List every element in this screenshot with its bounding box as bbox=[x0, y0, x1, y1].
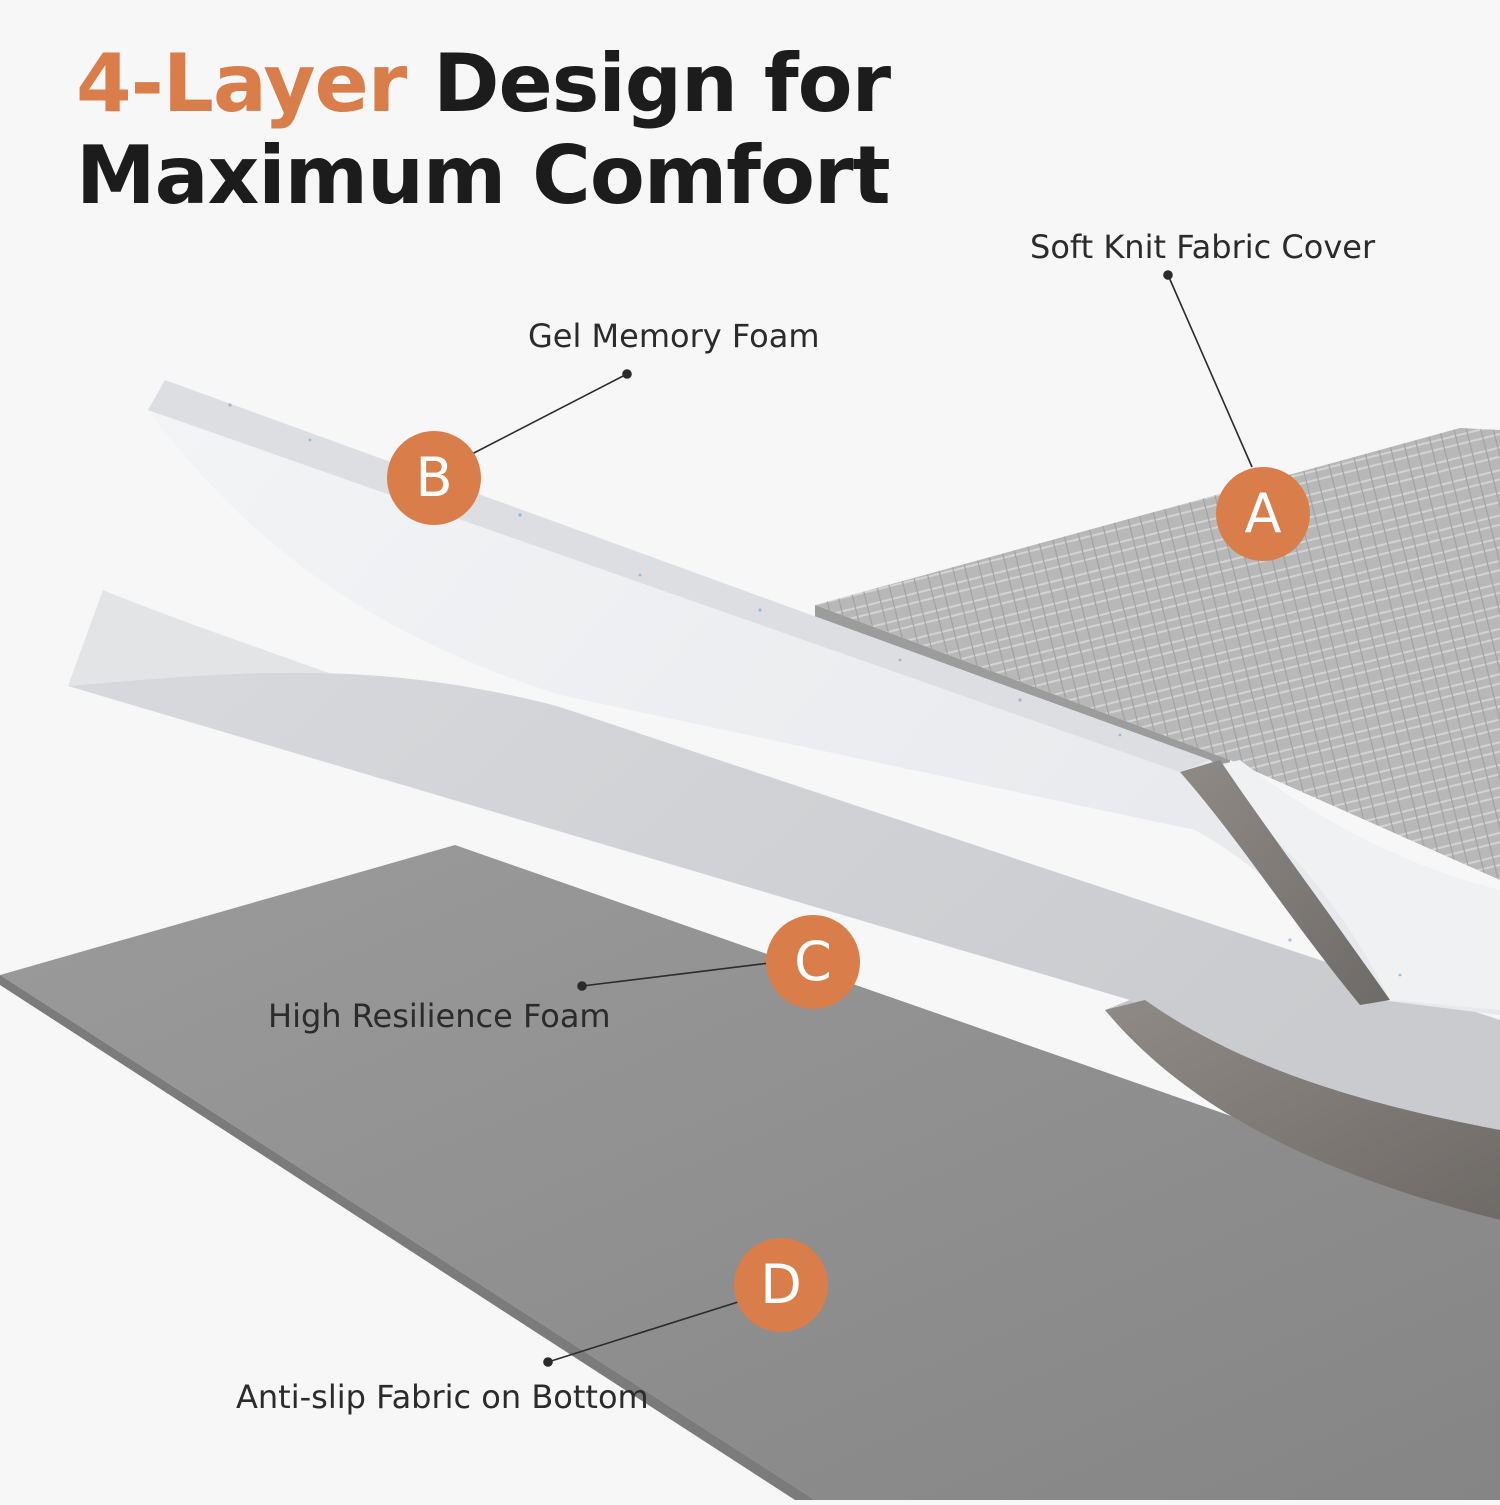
title-accent: 4-Layer bbox=[76, 37, 407, 130]
layer-d-anti-slip-fabric bbox=[0, 845, 1500, 1500]
badge-b: B bbox=[387, 431, 481, 525]
callout-leader-lines bbox=[469, 270, 1253, 1367]
label-gel-memory-foam: Gel Memory Foam bbox=[528, 317, 820, 355]
title-line-2: Maximum Comfort bbox=[76, 129, 891, 222]
label-anti-slip-fabric: Anti-slip Fabric on Bottom bbox=[236, 1378, 649, 1416]
badge-c: C bbox=[766, 915, 860, 1009]
label-soft-knit-fabric-cover: Soft Knit Fabric Cover bbox=[1030, 228, 1376, 266]
layer-c-high-resilience-foam bbox=[68, 590, 1500, 1220]
title-rest: Design for bbox=[406, 37, 891, 130]
badge-a: A bbox=[1216, 467, 1310, 561]
page-title: 4-Layer Design for Maximum Comfort bbox=[76, 37, 891, 222]
label-high-resilience-foam: High Resilience Foam bbox=[268, 997, 611, 1035]
badge-d: D bbox=[734, 1238, 828, 1332]
